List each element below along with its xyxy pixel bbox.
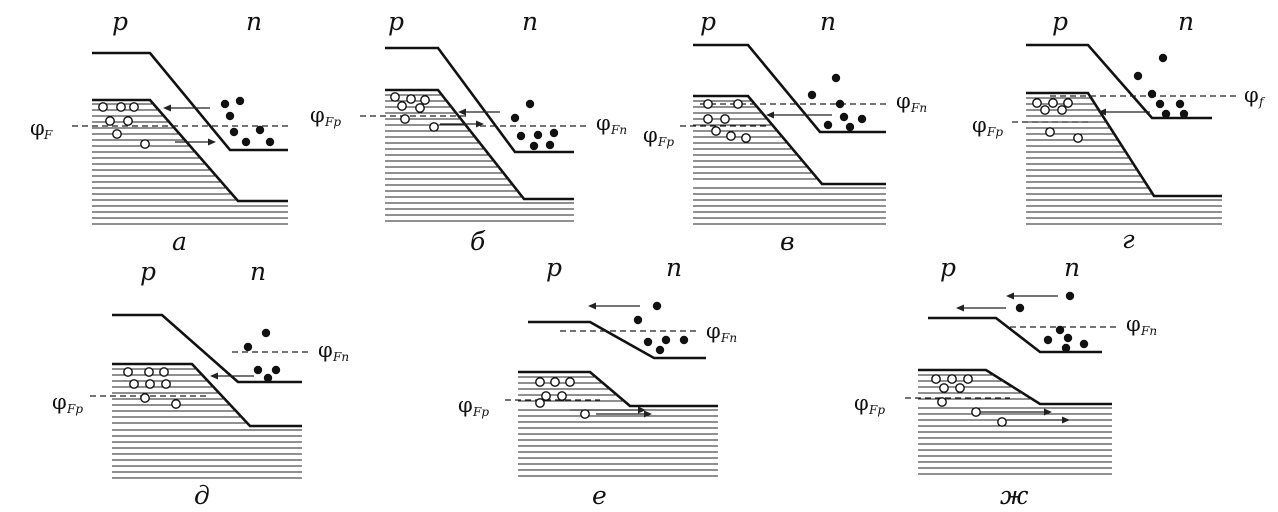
holes [98,102,150,149]
valence-band-edge [1026,91,1222,198]
p-region-label: p [546,253,562,282]
n-region-label: n [246,7,262,36]
panel-zh: p n [854,253,1157,510]
fermi-level-label-n-subscript: f [1258,95,1266,109]
p-region-label: p [112,7,128,36]
electrons [1015,291,1089,353]
holes [390,92,439,132]
p-region-label: p [1052,7,1068,36]
conduction-band-edge [385,46,574,154]
fermi-level-label-n-subscript: Fn [610,123,627,137]
holes [1032,98,1083,143]
conduction-band-edge [1026,43,1212,120]
current-arrows [766,111,832,119]
n-region-label: n [666,253,682,282]
panel-a: p n [30,7,290,256]
valence-band-hatching [385,94,574,222]
electrons [633,301,689,355]
fermi-level-label-p-subscript: Fp [472,405,489,419]
conduction-band-edge [528,320,706,360]
n-region-label: n [522,7,538,36]
fermi-level-label-p-symbol: φ [52,390,67,414]
panel-v: p n [643,7,927,256]
fermi-level-label-n-subscript: Fn [910,101,927,115]
conduction-band-edge [112,313,302,384]
fermi-level-label-n-symbol: φ [1126,312,1141,336]
fermi-level-label-n-symbol: φ [896,89,911,113]
fermi-level-label-p-symbol: φ [854,391,869,415]
p-region-label: p [700,7,716,36]
valence-band-edge [112,362,302,428]
electrons [220,96,275,147]
valence-band-hatching [112,368,302,479]
conduction-band-edge [693,43,886,134]
fermi-level-label-p-subscript: Fp [66,402,83,416]
valence-band-hatching [92,103,288,225]
valence-band-edge [92,98,288,203]
current-arrows [440,108,500,128]
panel-caption: г [1122,225,1135,254]
valence-band-hatching [1026,97,1222,225]
holes [535,377,590,419]
fermi-level-label-p-subscript: Fp [657,135,674,149]
panel-caption: е [592,481,607,510]
electrons [243,328,281,383]
fermi-level-label-n-symbol: φ [596,111,611,135]
fermi-level-label-p-subscript: Fp [324,115,341,129]
conduction-band-edge [92,51,288,152]
fermi-level-label-n-subscript: Fn [720,331,737,345]
fermi-level-label-subscript: F [43,128,53,142]
valence-band-hatching [693,100,886,225]
p-region-label: p [140,257,156,286]
n-region-label: n [820,7,836,36]
current-arrows [163,104,216,146]
valence-band-hatching [918,374,1112,475]
holes [931,374,1007,427]
valence-band-edge [693,94,886,186]
panel-caption: ж [1000,481,1029,510]
panel-caption: д [194,481,210,510]
panel-b: p n [310,7,627,256]
panel-g: p n [972,7,1266,254]
valence-band-edge [385,88,574,201]
current-arrows [1098,108,1150,116]
fermi-level-label-n-symbol: φ [706,319,721,343]
fermi-level-label-p-symbol: φ [458,393,473,417]
current-arrows [570,302,652,418]
current-arrows [210,372,254,380]
electrons [510,99,559,151]
n-region-label: n [1064,253,1080,282]
holes [123,367,181,409]
fermi-level-label-p-subscript: Fp [868,403,885,417]
fermi-level-label-p-symbol: φ [972,113,987,137]
fermi-level-label-n-symbol: φ [1244,83,1259,107]
panel-d: p n [52,257,349,510]
panel-caption: б [470,227,486,256]
electrons [1133,53,1189,119]
fermi-level-label-n-subscript: Fn [332,350,349,364]
n-region-label: n [250,257,266,286]
fermi-level-label-p-symbol: φ [643,123,658,147]
valence-band-hatching [518,376,718,477]
conduction-band-edge [928,316,1102,354]
holes [703,99,751,143]
panel-e: p n [458,253,737,510]
electrons [807,73,867,132]
p-region-label: p [388,7,404,36]
fermi-level-label-symbol: φ [30,116,45,140]
n-region-label: n [1178,7,1194,36]
current-arrows [956,292,1070,424]
fermi-level-label-n-subscript: Fn [1140,324,1157,338]
fermi-level-label-n-symbol: φ [318,338,333,362]
fermi-level-label-p-subscript: Fp [986,125,1003,139]
panel-caption: в [780,227,795,256]
fermi-level-label-p-symbol: φ [310,103,325,127]
panel-caption: а [172,227,187,256]
p-region-label: p [940,253,956,282]
